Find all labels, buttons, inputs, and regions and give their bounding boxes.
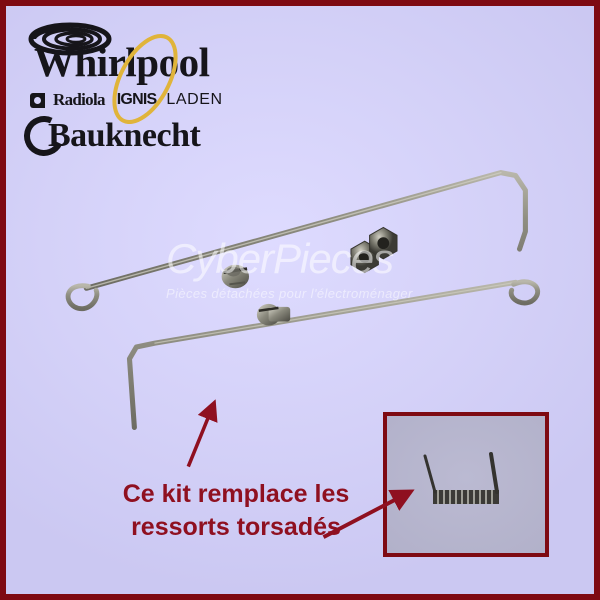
inset-background — [387, 416, 545, 553]
nut-2 — [369, 226, 398, 260]
brand-name-laden: LADEN — [166, 91, 223, 108]
spring-leg-right — [489, 452, 499, 494]
inset-detail-box — [383, 412, 549, 557]
screw-2 — [256, 303, 291, 326]
wire-rod-lower — [126, 279, 541, 430]
caption-text: Ce kit remplace les ressorts torsadés — [102, 478, 370, 544]
spring-coil — [433, 490, 499, 504]
radiola-mark-icon — [30, 92, 45, 108]
brand-name-bauknecht: Bauknecht — [48, 117, 201, 154]
screw-1 — [221, 264, 250, 289]
bauknecht-logo: Bauknecht — [18, 110, 201, 162]
whirlpool-spiral-icon — [28, 22, 112, 56]
brand-name-ignis: IGNIS — [116, 91, 157, 108]
brand-name-radiola: Radiola — [53, 90, 105, 109]
brand-name-row: Radiola IGNIS LADEN — [30, 90, 223, 110]
spring-leg-left — [423, 454, 437, 494]
parts-photo-layer — [65, 170, 541, 430]
torsion-spring-illustration — [423, 452, 499, 504]
caption-line-1: Ce kit remplace les — [122, 480, 350, 508]
wire-rod-upper — [65, 170, 528, 311]
caption-line-2: ressorts torsadés — [131, 513, 341, 541]
